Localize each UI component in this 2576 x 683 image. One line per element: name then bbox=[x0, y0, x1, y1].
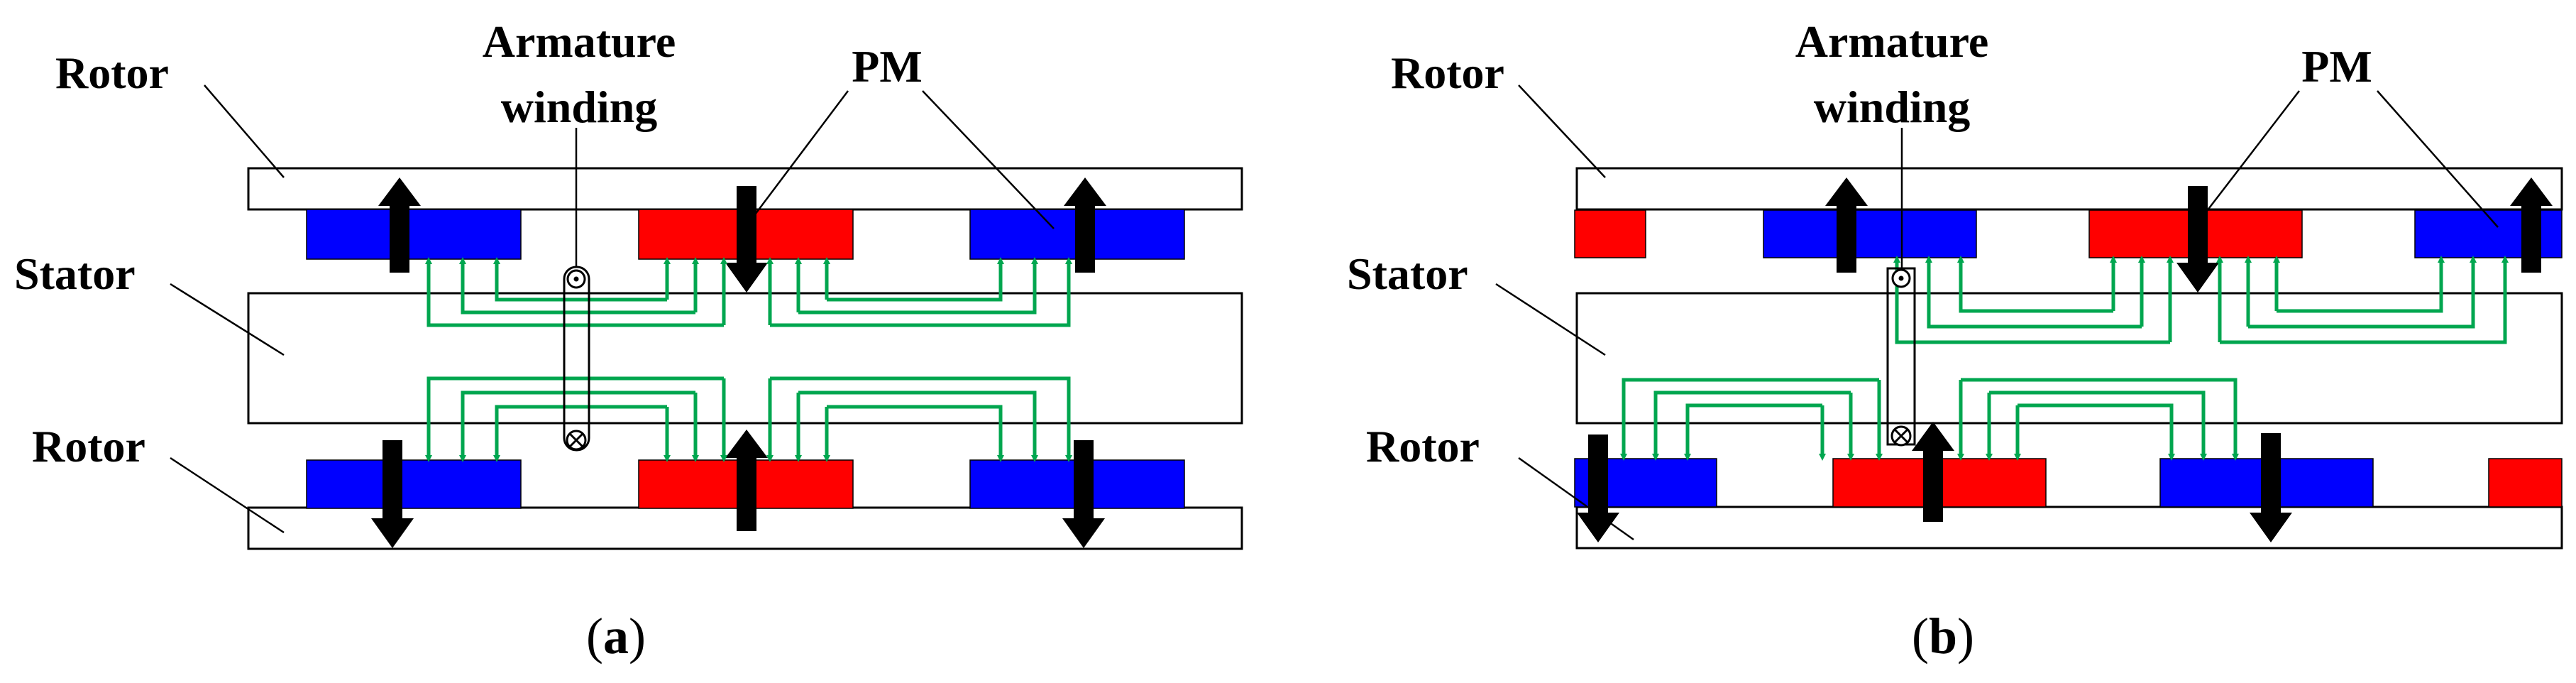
panel-b-pm-leader bbox=[2377, 90, 2499, 228]
panel-b-rotor-top-label: Rotor bbox=[1391, 48, 1504, 98]
panel-a-caption: (a) bbox=[586, 608, 646, 665]
panel-a-pm-label: PM bbox=[852, 41, 923, 92]
panel-b: Rotor Stator Rotor Armature winding PM (… bbox=[1347, 16, 2563, 665]
panel-a-magnetization-arrow bbox=[725, 430, 768, 531]
panel-a-magnetization-arrow bbox=[371, 440, 414, 548]
panel-a: Rotor Stator Rotor Armature winding PM (… bbox=[14, 16, 1243, 665]
panel-a-stator-label: Stator bbox=[14, 248, 136, 299]
panel-b-magnetization-arrow bbox=[1912, 422, 1954, 522]
panel-a-stator bbox=[247, 292, 1243, 425]
panel-b-rotor-bottom-label: Rotor bbox=[1366, 421, 1480, 471]
panel-b-caption: (b) bbox=[1912, 608, 1974, 665]
panel-b-magnetization-arrow bbox=[1577, 435, 1619, 542]
panel-a-magnetization-arrow bbox=[725, 186, 768, 293]
panel-a-bottom-pm-1 bbox=[306, 459, 522, 509]
panel-a-magnetization-arrow bbox=[378, 177, 421, 273]
panel-a-pm-leader bbox=[750, 90, 849, 221]
panel-b-magnetization-arrow bbox=[2250, 433, 2292, 542]
panel-b-rotor-bottom-leader bbox=[1518, 457, 1634, 541]
panel-a-magnetization-arrow bbox=[1064, 177, 1106, 273]
panel-b-magnetization-arrow bbox=[1825, 177, 1868, 273]
panel-b-winding-label-line2: winding bbox=[1814, 82, 1971, 132]
panel-b-stator-label: Stator bbox=[1347, 248, 1468, 299]
panel-b-magnetization-arrow bbox=[2176, 186, 2219, 293]
panel-b-pm-label: PM bbox=[2301, 41, 2372, 92]
panel-b-pm-leader bbox=[2199, 90, 2300, 221]
panel-b-armature-winding bbox=[1886, 267, 1916, 447]
panel-b-flux-lines bbox=[1620, 256, 2509, 461]
panel-b-rotor-top-leader bbox=[1518, 84, 1606, 178]
panel-a-rotor-top-leader bbox=[204, 84, 285, 178]
panel-b-top-rotor bbox=[1575, 167, 2563, 211]
panel-a-magnetization-arrow bbox=[1062, 440, 1105, 548]
panel-b-bottom-pm-4 bbox=[2488, 458, 2563, 508]
panel-b-winding-label-line1: Armature bbox=[1795, 16, 1989, 67]
panel-a-pm-leader bbox=[922, 90, 1055, 229]
panel-b-bottom-rotor bbox=[1575, 506, 2563, 550]
panel-b-stator-leader bbox=[1495, 283, 1606, 356]
panel-b-stator bbox=[1575, 292, 2563, 425]
panel-a-winding-label-line2: winding bbox=[501, 82, 658, 132]
panel-a-rotor-top-label: Rotor bbox=[55, 48, 169, 98]
panel-a-rotor-bottom-label: Rotor bbox=[32, 421, 145, 471]
panel-a-winding-label-line1: Armature bbox=[483, 16, 676, 67]
panel-a-rotor-bottom-leader bbox=[170, 457, 285, 534]
panel-a-stator-leader bbox=[170, 283, 285, 356]
panel-b-top-pm-1 bbox=[1574, 209, 1646, 258]
panel-b-top-pm-2 bbox=[1763, 209, 1977, 258]
panel-b-magnetization-arrow bbox=[2510, 177, 2553, 273]
panel-a-top-pm-1 bbox=[306, 209, 522, 260]
panel-a-flux-lines bbox=[425, 257, 1072, 462]
